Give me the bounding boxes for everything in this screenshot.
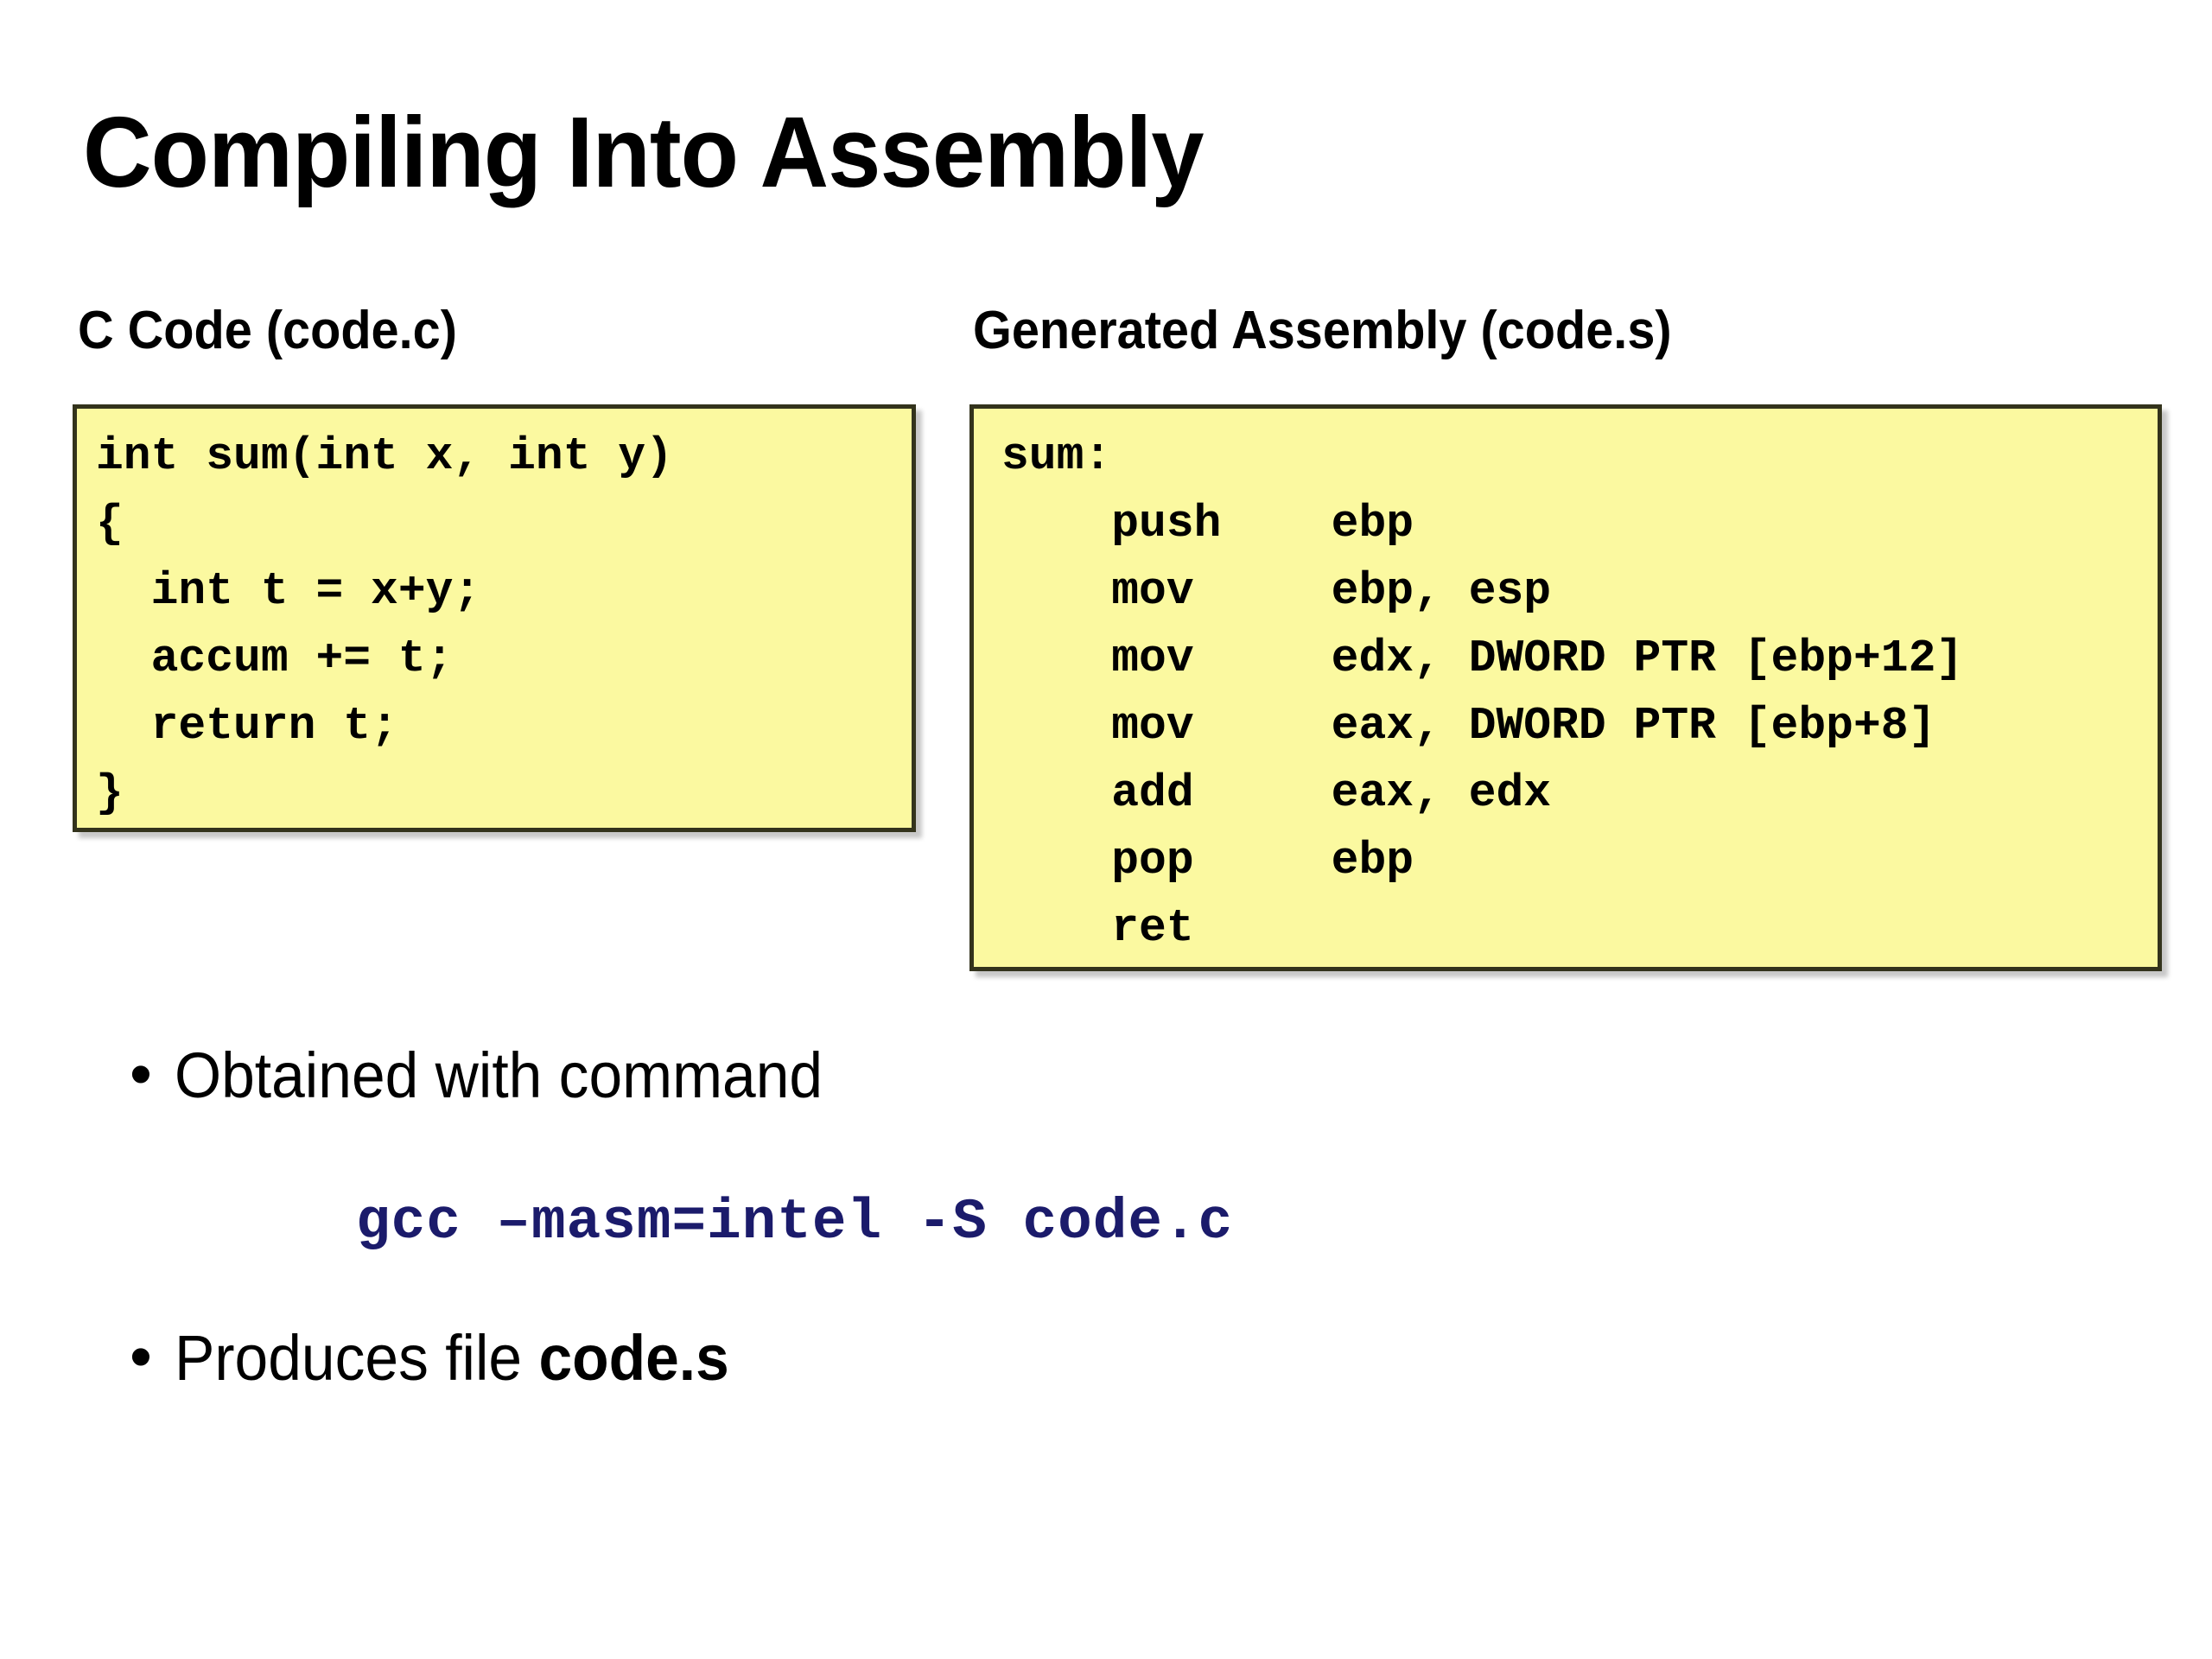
code-line: add eax, edx: [1001, 767, 1552, 819]
bullet-item-obtained-with-command: • Obtained with command: [130, 1038, 864, 1111]
code-line: accum += t;: [96, 632, 454, 684]
c-code-column-header: C Code (code.c): [78, 301, 457, 360]
code-line: push ebp: [1001, 498, 1414, 550]
assembly-column-header: Generated Assembly (code.s): [973, 301, 1672, 360]
code-line: {: [96, 498, 124, 550]
code-line: return t;: [96, 700, 398, 752]
code-line: pop ebp: [1001, 835, 1414, 887]
code-line: }: [96, 767, 124, 819]
code-line: mov edx, DWORD PTR [ebp+12]: [1001, 632, 1964, 684]
bullet-marker-icon: •: [130, 1038, 152, 1109]
code-line: int t = x+y;: [96, 565, 481, 617]
bullet-text-prefix: Produces file: [175, 1322, 539, 1394]
assembly-code-listing: sum: push ebp mov ebp, esp mov edx, DWOR…: [974, 409, 2158, 962]
c-code-listing: int sum(int x, int y) { int t = x+y; accu…: [77, 409, 912, 827]
c-code-box: int sum(int x, int y) { int t = x+y; accu…: [73, 404, 916, 832]
bullet-item-produces-file: • Produces file code.s: [130, 1320, 765, 1392]
bullet-marker-icon: •: [130, 1320, 152, 1392]
code-line: ret: [1001, 902, 1194, 954]
code-line: sum:: [1001, 430, 1112, 482]
assembly-code-box: sum: push ebp mov ebp, esp mov edx, DWOR…: [969, 404, 2162, 971]
page-title: Compiling Into Assembly: [83, 96, 1205, 208]
code-line: int sum(int x, int y): [96, 430, 673, 482]
code-line: mov ebp, esp: [1001, 565, 1552, 617]
output-filename: code.s: [538, 1322, 729, 1394]
bullet-text: Produces file code.s: [175, 1326, 729, 1390]
bullet-text: Obtained with command: [175, 1039, 823, 1111]
code-line: mov eax, DWORD PTR [ebp+8]: [1001, 700, 1936, 752]
gcc-command-text: gcc –masm=intel -S code.c: [356, 1190, 1234, 1255]
